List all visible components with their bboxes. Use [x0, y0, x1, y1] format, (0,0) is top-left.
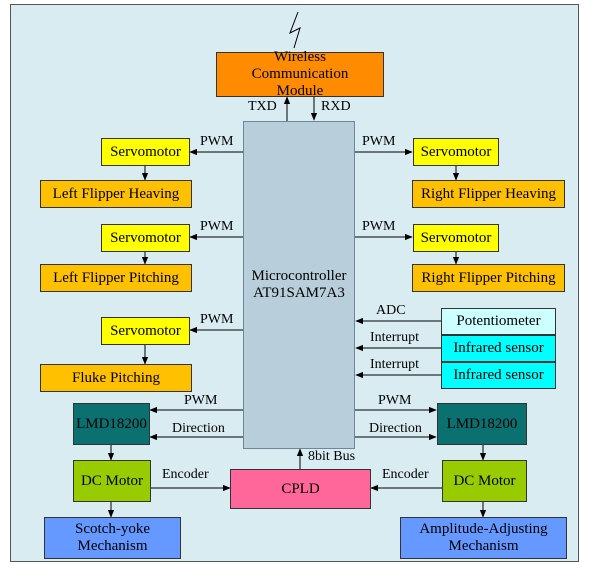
cpld-box: CPLD: [230, 469, 371, 509]
left-pwm-label-2: PWM: [200, 219, 234, 234]
right-direction-label: Direction: [369, 421, 422, 436]
left-servo-2-label: Servomotor: [110, 229, 181, 246]
left-dc-motor-label: DC Motor: [80, 472, 144, 489]
left-servo-3: Servomotor: [101, 317, 190, 345]
left-flipper-heaving-label: Left Flipper Heaving: [52, 185, 180, 202]
right-servo-1: Servomotor: [413, 138, 499, 166]
left-servo-1: Servomotor: [101, 138, 190, 166]
amplitude-adjusting-label: Amplitude-Adjusting Mechanism: [419, 521, 548, 554]
left-servo-1-label: Servomotor: [110, 143, 181, 160]
microcontroller-label: Microcontroller: [251, 268, 347, 284]
left-driver-pwm-label: PWM: [184, 393, 218, 408]
right-lmd18200: LMD18200: [437, 403, 527, 445]
rxd-label: RXD: [321, 99, 351, 114]
left-flipper-pitching: Left Flipper Pitching: [40, 264, 192, 292]
right-servo-1-label: Servomotor: [420, 143, 492, 160]
infrared-sensor-1-label: Infrared sensor: [453, 340, 544, 356]
cpld-label: CPLD: [281, 480, 320, 497]
right-pwm-label-2: PWM: [362, 219, 396, 234]
left-dc-motor: DC Motor: [73, 460, 151, 502]
right-dc-motor: DC Motor: [442, 460, 527, 502]
wireless-module-label: Wireless Communication Module: [251, 49, 349, 99]
txd-label: TXD: [248, 99, 277, 114]
left-direction-label: Direction: [172, 421, 225, 436]
infrared-sensor-2: Infrared sensor: [441, 362, 556, 389]
right-flipper-heaving-label: Right Flipper Heaving: [421, 185, 556, 202]
infrared-sensor-2-label: Infrared sensor: [453, 367, 544, 383]
left-servo-3-label: Servomotor: [110, 322, 181, 339]
right-flipper-heaving: Right Flipper Heaving: [412, 180, 565, 208]
right-encoder-label: Encoder: [382, 467, 429, 482]
left-lmd18200: LMD18200: [73, 403, 150, 445]
potentiometer-label: Potentiometer: [456, 313, 541, 329]
interrupt-label-2: Interrupt: [370, 357, 419, 372]
interrupt-label-1: Interrupt: [370, 330, 419, 345]
scotch-yoke-label: Scotch-yoke Mechanism: [75, 521, 150, 554]
left-servo-2: Servomotor: [101, 224, 190, 252]
fluke-pitching: Fluke Pitching: [40, 364, 192, 392]
left-flipper-pitching-label: Left Flipper Pitching: [53, 269, 179, 286]
right-driver-pwm-label: PWM: [378, 393, 412, 408]
wireless-signal-icon: [289, 11, 301, 49]
wireless-module-box: Wireless Communication Module: [216, 49, 384, 99]
left-pwm-label-1: PWM: [200, 134, 234, 149]
right-lmd18200-label: LMD18200: [446, 415, 518, 432]
microcontroller-model: AT91SAM7A3: [253, 285, 345, 301]
microcontroller-box: Microcontroller AT91SAM7A3: [243, 121, 355, 449]
left-flipper-heaving: Left Flipper Heaving: [40, 180, 192, 208]
bus-label: 8bit Bus: [308, 449, 356, 464]
scotch-yoke-mechanism: Scotch-yoke Mechanism: [44, 517, 181, 559]
infrared-sensor-1: Infrared sensor: [441, 335, 556, 362]
left-pwm-label-3: PWM: [200, 312, 234, 327]
adc-label: ADC: [376, 303, 406, 318]
right-dc-motor-label: DC Motor: [453, 472, 516, 489]
right-servo-2-label: Servomotor: [420, 229, 492, 246]
fluke-pitching-label: Fluke Pitching: [72, 369, 160, 386]
right-servo-2: Servomotor: [413, 224, 499, 252]
left-encoder-label: Encoder: [162, 467, 209, 482]
right-flipper-pitching: Right Flipper Pitching: [412, 264, 565, 292]
left-lmd18200-label: LMD18200: [76, 415, 147, 432]
right-flipper-pitching-label: Right Flipper Pitching: [421, 269, 556, 286]
right-pwm-label-1: PWM: [362, 134, 396, 149]
amplitude-adjusting-mechanism: Amplitude-Adjusting Mechanism: [400, 517, 567, 559]
potentiometer: Potentiometer: [441, 308, 556, 335]
